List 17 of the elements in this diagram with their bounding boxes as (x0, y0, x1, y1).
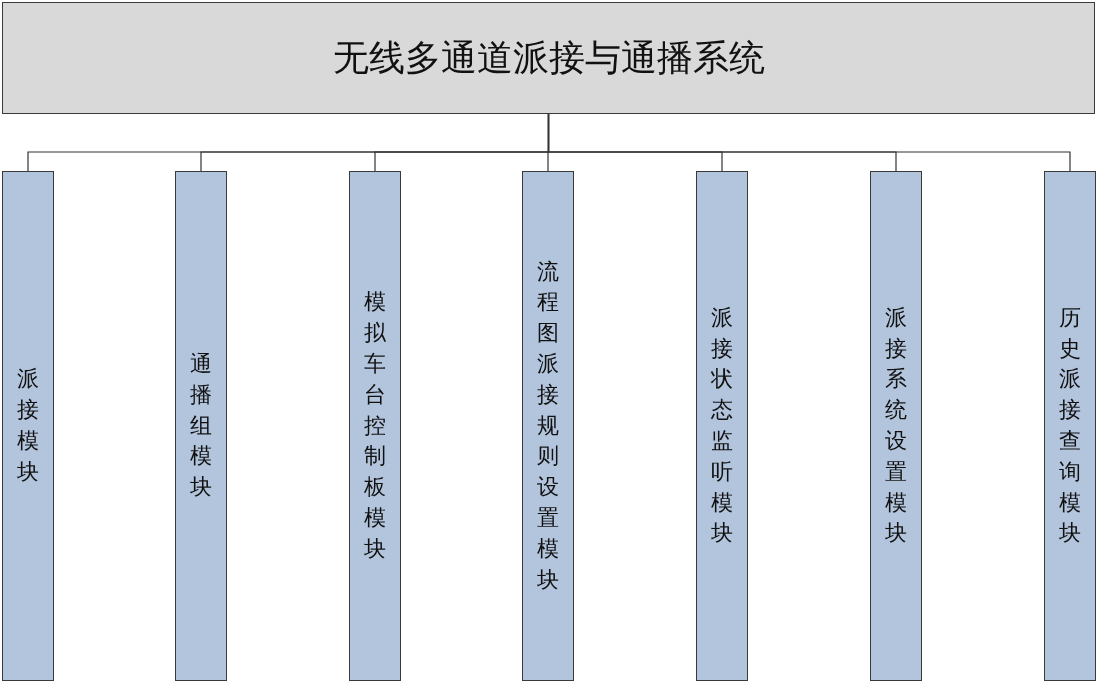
module-label: 派接系统设置模块 (885, 303, 907, 548)
module-label: 派接状态监听模块 (711, 303, 733, 548)
module-label: 通播组模块 (190, 350, 212, 502)
module-label: 流程图派接规则设置模块 (537, 257, 559, 594)
module-box (696, 171, 748, 681)
module-label: 派接模块 (17, 365, 39, 486)
module-box (175, 171, 227, 681)
module-box (2, 171, 54, 681)
connector-line (547, 113, 1071, 172)
system-title: 无线多通道派接与通播系统 (332, 35, 765, 80)
title-box (2, 2, 1095, 114)
module-box (870, 171, 922, 681)
module-label: 历史派接查询模块 (1059, 303, 1081, 548)
module-box (522, 171, 574, 681)
module-box (1044, 171, 1096, 681)
module-box (349, 171, 401, 681)
module-label: 模拟车台控制板模块 (364, 288, 386, 563)
